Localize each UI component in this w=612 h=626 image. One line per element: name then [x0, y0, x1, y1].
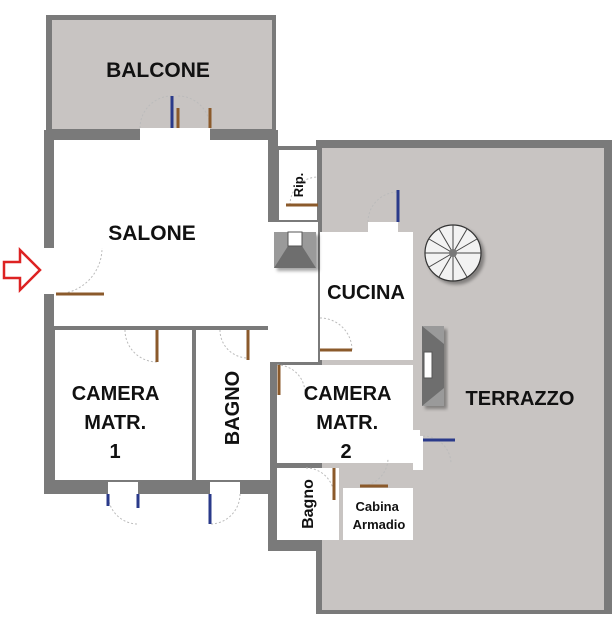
room-label-bagno1: BAGNO — [222, 371, 244, 445]
cabina-floor — [343, 488, 413, 540]
room-label-salone: SALONE — [108, 222, 196, 245]
camera1-floor — [55, 330, 192, 480]
spiral-staircase-icon — [424, 224, 482, 282]
room-label-terrazzo: TERRAZZO — [466, 388, 575, 410]
fireplace-icon — [274, 231, 316, 268]
room-label-camera2: CAMERA MATR. 2 — [304, 383, 397, 463]
doors — [44, 95, 452, 525]
room-label-ripostiglio: Rip. — [291, 173, 306, 198]
cucina-floor — [320, 232, 413, 360]
door-leaves — [56, 96, 455, 524]
room-label-cabina: Cabina Armadio — [353, 499, 406, 532]
bagno1-floor — [196, 330, 270, 480]
bagno2-floor — [277, 468, 339, 540]
chimney-icon — [422, 326, 444, 406]
entrance-arrow-icon — [2, 246, 42, 294]
room-label-camera1: CAMERA MATR. 1 — [72, 383, 165, 463]
room-label-balcone: BALCONE — [106, 59, 210, 82]
balcone-floor — [52, 20, 272, 129]
room-label-bagno2: Bagno — [300, 479, 317, 529]
room-label-cucina: CUCINA — [327, 282, 405, 304]
camera2-floor — [277, 365, 413, 463]
